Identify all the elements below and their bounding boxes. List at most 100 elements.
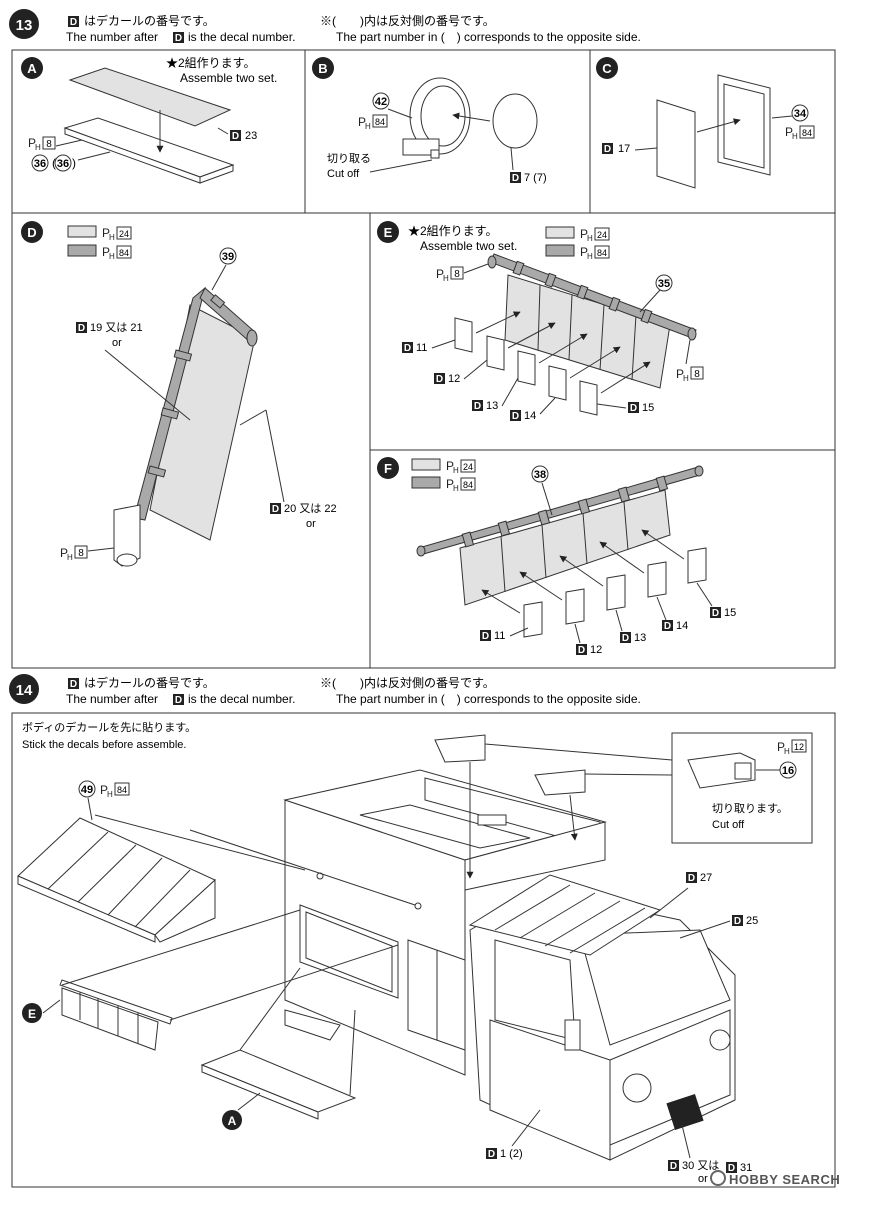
panel-c-decal <box>656 99 696 189</box>
step13-decal-note-en-b: is the decal number. <box>188 30 295 44</box>
svg-text:14: 14 <box>524 410 536 422</box>
step13-opposite-note-en: The part number in ( ) corresponds to th… <box>336 30 641 44</box>
plate-decal-number: 30 又は <box>682 1159 719 1172</box>
panel-a-shelf-part <box>63 117 235 178</box>
panel-a-note-en: Assemble two set. <box>180 71 277 85</box>
panel-e-label: E <box>384 225 393 240</box>
step14-body-note-jp: ボディのデカールを先に貼ります。 <box>22 720 196 734</box>
svg-text:The number after: The number after <box>66 692 158 706</box>
svg-text:12: 12 <box>590 644 602 656</box>
panel-a-note-jp: ★2組作ります。 <box>166 56 255 70</box>
step14-number: 14 <box>16 682 33 699</box>
step13-decal-note-jp: はデカールの番号です。 <box>84 13 215 28</box>
step13-header: 13 はデカールの番号です。 The number after is the d… <box>9 9 641 44</box>
panel-b-cut-jp: 切り取る <box>327 152 371 165</box>
svg-text:84: 84 <box>119 248 129 258</box>
part-42-number: 42 <box>375 96 387 108</box>
panel-a-label: A <box>27 61 37 76</box>
svg-text:A: A <box>228 1114 237 1128</box>
panel-e-note-en: Assemble two set. <box>420 239 517 253</box>
panel-a-ph: 8 <box>28 136 56 152</box>
svg-text:25: 25 <box>746 915 758 927</box>
svg-text:12: 12 <box>794 742 804 752</box>
panel-e: E ★2組作ります。 Assemble two set. 24 84 <box>377 221 704 422</box>
panel-d-label: D <box>27 225 36 240</box>
part-34-number: 34 <box>794 108 807 120</box>
part-35-number: 35 <box>658 278 670 290</box>
svg-text:24: 24 <box>597 230 607 240</box>
panel-a: A ★2組作ります。 Assemble two set. 23 8 36 ( 3… <box>21 56 277 184</box>
svg-text:15: 15 <box>642 402 654 414</box>
panel-b-label: B <box>318 61 327 76</box>
svg-text:16: 16 <box>782 765 794 777</box>
svg-text:11: 11 <box>416 342 427 354</box>
step14-decal-labels: 27 25 1 (2) 30 又は or 31 <box>486 872 758 1185</box>
step13-frame <box>11 49 836 669</box>
panel-e-decal-labels: 11 12 13 14 15 <box>402 342 654 422</box>
svg-text:8: 8 <box>78 548 84 559</box>
svg-text:8: 8 <box>694 369 700 380</box>
panel-c-decal-number: 17 <box>618 143 630 155</box>
svg-text:84: 84 <box>375 117 385 127</box>
part-36-callout: 36 ( 36 ) <box>31 154 76 172</box>
part-39-number: 39 <box>222 251 234 263</box>
svg-text:The part number in ( ) corresp: The part number in ( ) corresponds to th… <box>336 692 641 706</box>
panel-d-or-b: or <box>306 518 316 530</box>
svg-text:12: 12 <box>448 373 460 385</box>
step14-frame <box>11 712 836 1188</box>
truck-body <box>283 734 736 1161</box>
panel-e-note-jp: ★2組作ります。 <box>408 224 497 238</box>
watermark-text: HOBBY SEARCH <box>729 1172 841 1187</box>
svg-text:はデカールの番号です。: はデカールの番号です。 <box>84 675 215 690</box>
svg-text:8: 8 <box>46 139 52 150</box>
svg-text:or: or <box>698 1173 708 1185</box>
svg-text:切り取ります。: 切り取ります。 <box>712 802 788 815</box>
svg-text:84: 84 <box>597 248 607 258</box>
step14-header: 14 はデカールの番号です。 The number after is the d… <box>9 674 641 706</box>
svg-text:15: 15 <box>724 607 736 619</box>
step13-opposite-note-jp: ※( )内は反対側の番号です。 <box>320 14 495 28</box>
panel-a-decal-number: 23 <box>245 130 257 142</box>
svg-text:24: 24 <box>119 229 129 239</box>
panel-b-cut-en: Cut off <box>327 168 360 180</box>
panel-c: C 34 84 17 <box>596 57 815 189</box>
step13-number: 13 <box>16 17 33 34</box>
svg-text:13: 13 <box>486 400 498 412</box>
panel-c-label: C <box>602 61 612 76</box>
step13-decal-note-en-a: The number after <box>66 30 158 44</box>
panel-f: F 24 84 <box>377 457 736 656</box>
svg-text:24: 24 <box>463 462 473 472</box>
panel-d-decal-a: 19 又は 21 <box>90 321 143 334</box>
step14-body-note-en: Stick the decals before assemble. <box>22 739 186 751</box>
svg-text:36: 36 <box>34 158 46 170</box>
panel-f-curtain <box>459 489 671 606</box>
panel-d-or-a: or <box>112 337 122 349</box>
awning-part-49: 49 84 <box>17 780 216 943</box>
watermark-logo-icon <box>710 1170 726 1186</box>
svg-text:13: 13 <box>634 632 646 644</box>
svg-text:): ) <box>72 156 76 170</box>
legend-light-swatch <box>67 225 97 238</box>
svg-text:84: 84 <box>802 128 812 138</box>
svg-text:Cut off: Cut off <box>712 819 745 831</box>
svg-text:27: 27 <box>700 872 712 884</box>
legend-dark-swatch <box>67 244 97 257</box>
svg-text:is the decal number.: is the decal number. <box>188 692 295 706</box>
svg-text:8: 8 <box>454 269 460 280</box>
panel-a-decal-sheet <box>68 67 232 127</box>
svg-text:36: 36 <box>57 158 69 170</box>
svg-text:11: 11 <box>494 630 505 642</box>
callout-e: E <box>22 979 173 1051</box>
svg-text:14: 14 <box>676 620 688 632</box>
part-38-number: 38 <box>534 469 546 481</box>
panel-b-lens-decal <box>492 93 538 149</box>
panel-d-decal-b: 20 又は 22 <box>284 502 337 515</box>
lamp-inset: 12 16 切り取ります。 Cut off <box>484 732 813 844</box>
panel-f-decal-labels: 11 12 13 14 15 <box>480 607 736 656</box>
panel-f-label: F <box>384 461 392 476</box>
panel-d-pole <box>133 286 206 521</box>
panel-d: D 24 84 39 19 又は 21 or 20 又は 22 or <box>21 221 337 567</box>
svg-text:84: 84 <box>463 480 473 490</box>
svg-text:(: ( <box>52 156 56 170</box>
